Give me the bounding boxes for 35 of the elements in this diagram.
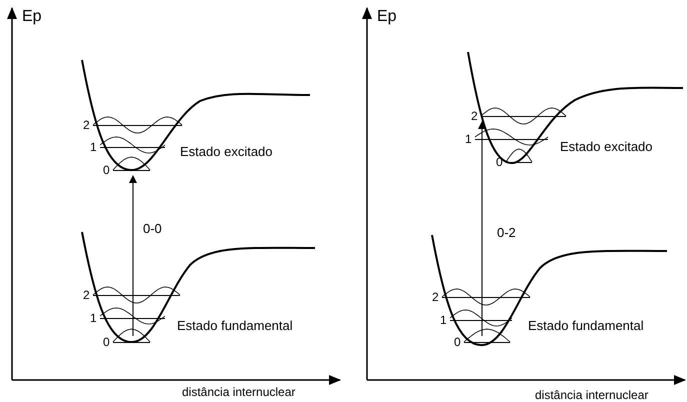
vibrational-level [83,119,182,131]
level-number: 1 [465,133,473,145]
level-number: 2 [83,289,91,301]
arrow [478,121,486,336]
axis-label: distância internuclear [182,386,296,398]
level-number: 0 [454,336,462,348]
state-label: Estado excitado [560,140,653,153]
level-number: 0 [103,336,111,348]
axis-label: Ep [377,9,397,25]
vibrational-level [90,141,165,153]
level-number: 1 [90,141,98,153]
arrow [129,175,137,336]
vibrational-level [103,336,150,348]
level-number: 2 [83,119,91,131]
axis-label: distância internuclear [535,389,648,401]
edge-label: 0-0 [143,222,162,235]
state-label: Estado fundamental [177,319,293,332]
level-number: 2 [471,110,479,122]
vibrational-level [103,164,150,176]
edge-label: 0-2 [497,226,516,239]
level-number: 1 [440,314,448,326]
vibrational-level [465,133,548,145]
level-number: 2 [432,291,440,303]
vibrational-level [432,291,530,303]
level-number: 1 [90,312,98,324]
vibrational-level [471,110,566,122]
state-label: Estado excitado [180,145,273,158]
axis-label: Ep [22,9,42,25]
state-label: Estado fundamental [528,319,644,332]
vibrational-level [83,289,180,301]
vibrational-level [440,314,512,326]
vibrational-level [454,336,510,348]
vibrational-level [496,156,532,168]
level-number: 0 [103,164,111,176]
vibrational-level [90,312,165,324]
